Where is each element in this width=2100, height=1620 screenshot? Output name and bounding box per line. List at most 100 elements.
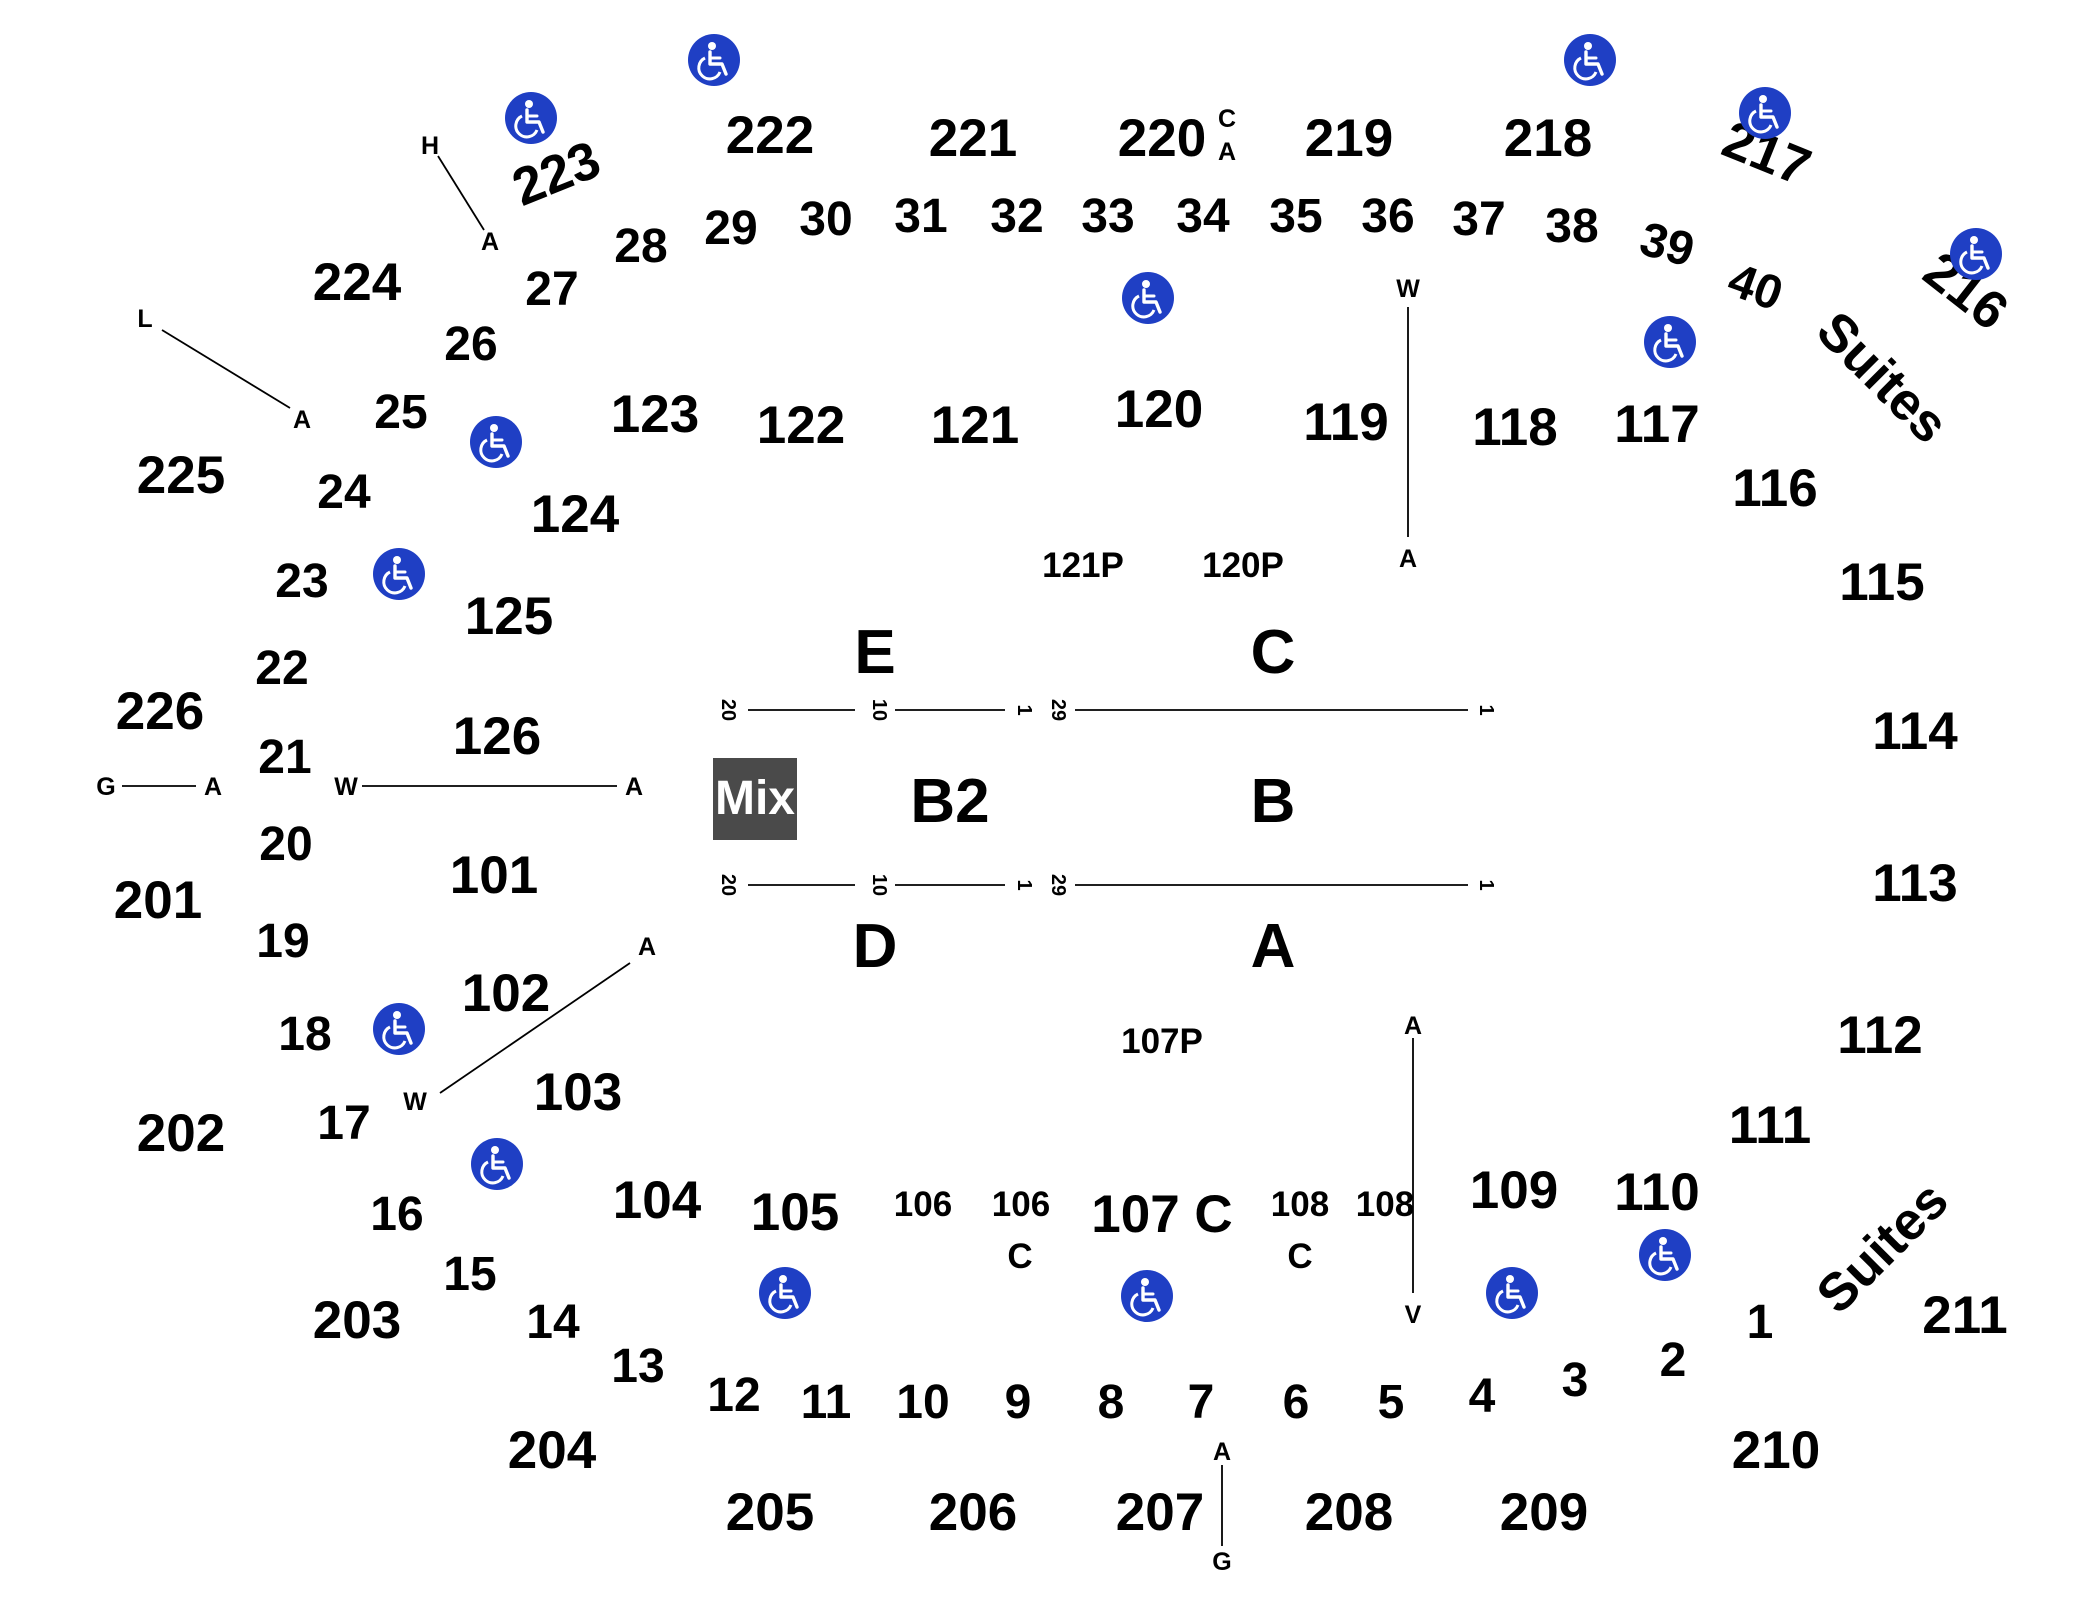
aisle-label-a: A <box>481 228 499 256</box>
section-102[interactable]: 102 <box>462 964 550 1023</box>
mix-label: Mix <box>715 772 795 825</box>
section-117[interactable]: 117 <box>1614 395 1700 454</box>
ring-number-24: 24 <box>317 466 371 519</box>
section-114[interactable]: 114 <box>1872 702 1958 761</box>
section-106a[interactable]: 106 <box>894 1185 952 1224</box>
wheelchair-icon[interactable] <box>1120 270 1176 326</box>
section-225[interactable]: 225 <box>137 446 225 505</box>
section-201[interactable]: 201 <box>114 871 202 930</box>
section-107c[interactable]: 107 C <box>1091 1185 1232 1244</box>
floor-section-d[interactable]: D <box>853 912 898 981</box>
section-203[interactable]: 203 <box>313 1291 401 1350</box>
section-118[interactable]: 118 <box>1472 398 1558 457</box>
section-202[interactable]: 202 <box>137 1104 225 1163</box>
ring-number-15: 15 <box>443 1248 496 1301</box>
section-104[interactable]: 104 <box>613 1171 702 1230</box>
aisle-label-a: A <box>293 406 311 434</box>
wheelchair-icon[interactable] <box>757 1265 813 1321</box>
wheelchair-icon[interactable] <box>1119 1268 1175 1324</box>
floor-section-e[interactable]: E <box>854 618 895 687</box>
wheelchair-icon[interactable] <box>686 32 742 88</box>
wheelchair-icon[interactable] <box>469 1136 525 1192</box>
section-226[interactable]: 226 <box>116 682 204 741</box>
ring-number-32: 32 <box>990 190 1043 243</box>
wheelchair-icon[interactable] <box>1484 1265 1540 1321</box>
section-223[interactable]: 223 <box>504 130 608 218</box>
section-210[interactable]: 210 <box>1732 1421 1820 1480</box>
wheelchair-icon[interactable] <box>371 1001 427 1057</box>
wheelchair-icon[interactable] <box>1637 1227 1693 1283</box>
section-121p[interactable]: 121P <box>1042 546 1124 585</box>
ring-number-8: 8 <box>1098 1376 1125 1429</box>
wheelchair-icon[interactable] <box>371 546 427 602</box>
wheelchair-icon[interactable] <box>1948 226 2004 282</box>
ring-number-16: 16 <box>370 1188 423 1241</box>
section-120p[interactable]: 120P <box>1202 546 1284 585</box>
section-108[interactable]: 108 <box>1356 1185 1414 1224</box>
floor-section-b[interactable]: B <box>1251 767 1296 836</box>
section-103[interactable]: 103 <box>534 1063 622 1122</box>
section-126[interactable]: 126 <box>453 707 541 766</box>
wheelchair-icon[interactable] <box>1562 32 1618 88</box>
ring-number-39: 39 <box>1634 213 1699 278</box>
section-110[interactable]: 110 <box>1614 1163 1700 1222</box>
section-125[interactable]: 125 <box>465 587 553 646</box>
floor-section-c[interactable]: C <box>1251 618 1296 687</box>
section-106c[interactable]: 106 <box>992 1185 1050 1224</box>
aisle-line-h-a <box>437 155 485 231</box>
ring-number-29: 29 <box>704 202 757 255</box>
section-224[interactable]: 224 <box>313 253 402 312</box>
wheelchair-icon[interactable] <box>1642 314 1698 370</box>
section-222[interactable]: 222 <box>726 106 814 165</box>
row-number: 29 <box>1047 874 1069 896</box>
section-109[interactable]: 109 <box>1470 1161 1558 1220</box>
section-219[interactable]: 219 <box>1305 109 1393 168</box>
aisle-label-v: V <box>1405 1301 1422 1329</box>
ring-number-17: 17 <box>317 1097 370 1150</box>
section-113[interactable]: 113 <box>1872 854 1958 913</box>
section-124[interactable]: 124 <box>531 485 620 544</box>
section-107p[interactable]: 107P <box>1121 1022 1203 1061</box>
section-121[interactable]: 121 <box>931 396 1019 455</box>
section-209[interactable]: 209 <box>1500 1483 1588 1542</box>
section-211[interactable]: 211 <box>1922 1286 2008 1345</box>
section-123[interactable]: 123 <box>611 385 699 444</box>
ring-number-38: 38 <box>1545 200 1598 253</box>
suites-label-upper[interactable]: Suites <box>1805 301 1959 455</box>
section-221[interactable]: 221 <box>929 109 1017 168</box>
section-108c[interactable]: 108 <box>1271 1185 1329 1224</box>
ring-number-20: 20 <box>259 818 312 871</box>
ring-number-33: 33 <box>1081 190 1134 243</box>
section-120[interactable]: 120 <box>1115 380 1203 439</box>
section-204[interactable]: 204 <box>508 1421 597 1480</box>
section-218[interactable]: 218 <box>1504 109 1592 168</box>
floor-section-b2[interactable]: B2 <box>910 767 989 836</box>
section-206[interactable]: 206 <box>929 1483 1017 1542</box>
ring-number-21: 21 <box>258 731 311 784</box>
ring-number-14: 14 <box>526 1296 580 1349</box>
mix-position-box[interactable] <box>713 758 797 840</box>
aisle-label-a: A <box>1213 1438 1231 1466</box>
ring-number-1: 1 <box>1747 1296 1774 1349</box>
section-112[interactable]: 112 <box>1837 1006 1923 1065</box>
wheelchair-icon[interactable] <box>468 414 524 470</box>
wheelchair-icon[interactable] <box>503 90 559 146</box>
section-207[interactable]: 207 <box>1116 1483 1204 1542</box>
ring-number-25: 25 <box>374 386 427 439</box>
floor-section-a[interactable]: A <box>1251 912 1296 981</box>
section-205[interactable]: 205 <box>726 1483 814 1542</box>
section-111[interactable]: 111 <box>1729 1096 1812 1155</box>
section-220[interactable]: 220 <box>1118 109 1206 168</box>
wheelchair-icon[interactable] <box>1737 85 1793 141</box>
aisle-line-a-w <box>439 962 631 1094</box>
aisle-label-a: A <box>1218 138 1236 166</box>
section-119[interactable]: 119 <box>1303 393 1389 452</box>
section-208[interactable]: 208 <box>1305 1483 1393 1542</box>
ring-number-11: 11 <box>801 1376 852 1429</box>
row-number: 1 <box>1013 704 1035 715</box>
section-105[interactable]: 105 <box>751 1183 839 1242</box>
section-116[interactable]: 116 <box>1732 459 1818 518</box>
section-101[interactable]: 101 <box>450 846 538 905</box>
section-122[interactable]: 122 <box>757 396 845 455</box>
section-115[interactable]: 115 <box>1839 553 1925 612</box>
